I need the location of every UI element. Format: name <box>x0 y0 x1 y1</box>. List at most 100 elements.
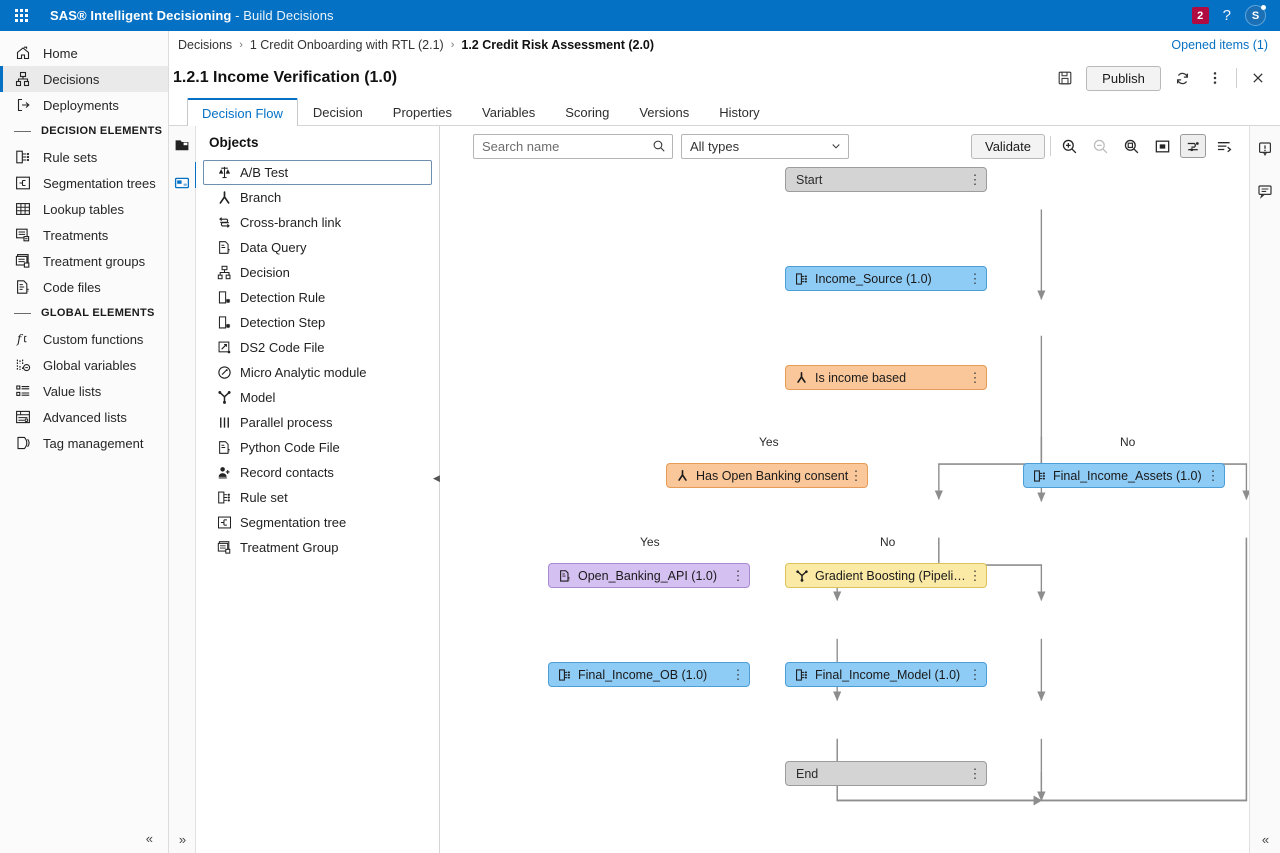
right-rail-collapse-button[interactable]: « <box>1261 832 1270 847</box>
sidebar-collapse-button[interactable]: « <box>145 830 153 846</box>
save-icon[interactable] <box>1053 66 1077 90</box>
sidebar-item-lookup-tables[interactable]: Lookup tables <box>0 196 168 222</box>
objects-panel-icon[interactable] <box>171 134 193 156</box>
close-icon[interactable] <box>1246 66 1270 90</box>
objects-panel: Objects A/B Test Branch <box>196 126 440 853</box>
object-item-python-code-file[interactable]: Python Code File <box>203 435 432 460</box>
object-item-branch[interactable]: Branch <box>203 185 432 210</box>
flow-node-end[interactable]: End ⋮ <box>785 761 987 786</box>
object-item-decision[interactable]: Decision <box>203 260 432 285</box>
object-item-micro-analytic-module[interactable]: Micro Analytic module <box>203 360 432 385</box>
flow-node-menu-icon[interactable]: ⋮ <box>849 468 863 483</box>
validate-button[interactable]: Validate <box>970 133 1045 159</box>
home-icon <box>14 45 31 62</box>
object-item-data-query[interactable]: Data Query <box>203 235 432 260</box>
app-title-module: - Build Decisions <box>231 8 334 23</box>
object-item-detection-rule[interactable]: Detection Rule <box>203 285 432 310</box>
sidebar-item-home[interactable]: Home <box>0 40 168 66</box>
align-flow-icon[interactable] <box>1211 134 1237 158</box>
fit-to-screen-icon[interactable] <box>1149 134 1175 158</box>
flow-node-menu-icon[interactable]: ⋮ <box>731 667 745 682</box>
comments-icon[interactable] <box>1254 180 1276 202</box>
tab-scoring[interactable]: Scoring <box>565 105 610 120</box>
flow-node-is-income-based[interactable]: Is income based ⋮ <box>785 365 987 390</box>
flow-node-gradient-boosting[interactable]: Gradient Boosting (Pipelin... ⋮ <box>785 563 987 588</box>
tab-variables[interactable]: Variables <box>482 105 536 120</box>
layout-flow-icon[interactable] <box>1180 134 1206 158</box>
flow-node-has-open-banking-consent[interactable]: Has Open Banking consent ⋮ <box>666 463 868 488</box>
opened-items-link[interactable]: Opened items (1) <box>1171 38 1268 52</box>
flow-node-menu-icon[interactable]: ⋮ <box>968 172 982 187</box>
tab-decision[interactable]: Decision <box>312 105 363 120</box>
sidebar-item-custom-functions[interactable]: f Custom functions <box>0 326 168 352</box>
object-item-ds2-code-file[interactable]: DS2 Code File <box>203 335 432 360</box>
flow-node-menu-icon[interactable]: ⋮ <box>1206 468 1220 483</box>
sidebar-item-global-variables[interactable]: Global variables <box>0 352 168 378</box>
tab-versions[interactable]: Versions <box>639 105 690 120</box>
sidebar-item-decisions[interactable]: Decisions <box>0 66 168 92</box>
breadcrumb-item-decisions[interactable]: Decisions <box>178 38 233 52</box>
panel-resize-handle[interactable]: ◀ <box>433 472 440 483</box>
flow-node-label: End <box>796 766 819 781</box>
sidebar-item-deployments[interactable]: Deployments <box>0 92 168 118</box>
sidebar-item-segmentation-trees[interactable]: Segmentation trees <box>0 170 168 196</box>
flow-node-menu-icon[interactable]: ⋮ <box>968 766 982 781</box>
flow-node-menu-icon[interactable]: ⋮ <box>968 667 982 682</box>
object-item-rule-set[interactable]: Rule set <box>203 485 432 510</box>
sidebar-item-advanced-lists[interactable]: Advanced lists <box>0 404 168 430</box>
rule-set-icon <box>14 149 31 166</box>
object-item-label: Rule set <box>240 490 288 505</box>
object-item-label: Micro Analytic module <box>240 365 367 380</box>
flow-node-final-income-assets[interactable]: Final_Income_Assets (1.0) ⋮ <box>1023 463 1225 488</box>
sidebar-item-treatments[interactable]: Treatments <box>0 222 168 248</box>
object-item-ab-test[interactable]: A/B Test <box>203 160 432 185</box>
flow-node-label: Final_Income_Assets (1.0) <box>1053 468 1202 483</box>
flow-node-label: Final_Income_Model (1.0) <box>815 667 961 682</box>
alerts-icon[interactable] <box>1254 138 1276 160</box>
object-item-detection-step[interactable]: Detection Step <box>203 310 432 335</box>
flow-node-menu-icon[interactable]: ⋮ <box>968 370 982 385</box>
sidebar-item-treatment-groups[interactable]: Treatment groups <box>0 248 168 274</box>
avatar[interactable]: S <box>1245 5 1266 26</box>
search-input[interactable] <box>473 133 673 159</box>
object-item-record-contacts[interactable]: Record contacts <box>203 460 432 485</box>
type-filter-wrapper: All types <box>681 133 849 159</box>
tab-decision-flow[interactable]: Decision Flow <box>187 98 298 126</box>
sidebar-item-tag-management[interactable]: Tag management <box>0 430 168 456</box>
type-filter-select[interactable]: All types <box>681 133 849 159</box>
panel-expand-button[interactable]: » <box>178 832 187 847</box>
sidebar-item-code-files[interactable]: Code files <box>0 274 168 300</box>
canvas-tools: Validate <box>970 133 1237 159</box>
publish-button[interactable]: Publish <box>1086 65 1161 91</box>
object-item-treatment-group[interactable]: Treatment Group <box>203 535 432 560</box>
flow-node-menu-icon[interactable]: ⋮ <box>968 271 982 286</box>
zoom-reset-icon[interactable] <box>1118 134 1144 158</box>
refresh-icon[interactable] <box>1170 66 1194 90</box>
more-vertical-icon[interactable] <box>1203 66 1227 90</box>
zoom-in-icon[interactable] <box>1056 134 1082 158</box>
help-icon[interactable]: ? <box>1222 7 1231 24</box>
flow-node-start[interactable]: Start ⋮ <box>785 167 987 192</box>
app-switcher-button[interactable] <box>0 0 42 31</box>
flow-node-income-source[interactable]: Income_Source (1.0) ⋮ <box>785 266 987 291</box>
object-item-model[interactable]: Model <box>203 385 432 410</box>
tab-properties[interactable]: Properties <box>392 105 453 120</box>
object-item-label: Segmentation tree <box>240 515 347 530</box>
overview-map-icon[interactable] <box>171 172 193 194</box>
flow-node-menu-icon[interactable]: ⋮ <box>731 568 745 583</box>
breadcrumb-item-parent[interactable]: 1 Credit Onboarding with RTL (2.1) <box>249 38 444 52</box>
object-item-segmentation-tree[interactable]: Segmentation tree <box>203 510 432 535</box>
sidebar-item-rule-sets[interactable]: Rule sets <box>0 144 168 170</box>
flow-node-final-income-model[interactable]: Final_Income_Model (1.0) ⋮ <box>785 662 987 687</box>
notification-badge[interactable]: 2 <box>1191 7 1209 24</box>
tab-history[interactable]: History <box>719 105 760 120</box>
flow-node-menu-icon[interactable]: ⋮ <box>968 568 982 583</box>
search-icon[interactable] <box>651 138 667 154</box>
sidebar-item-value-lists[interactable]: Value lists <box>0 378 168 404</box>
decision-flow-canvas[interactable]: Start ⋮ Income_Source (1.0) ⋮ <box>440 166 1249 853</box>
flow-node-open-banking-api[interactable]: Open_Banking_API (1.0) ⋮ <box>548 563 750 588</box>
flow-node-final-income-ob[interactable]: Final_Income_OB (1.0) ⋮ <box>548 662 750 687</box>
object-item-cross-branch-link[interactable]: Cross-branch link <box>203 210 432 235</box>
object-item-parallel-process[interactable]: Parallel process <box>203 410 432 435</box>
edge-label-yes-income: Yes <box>757 435 781 449</box>
